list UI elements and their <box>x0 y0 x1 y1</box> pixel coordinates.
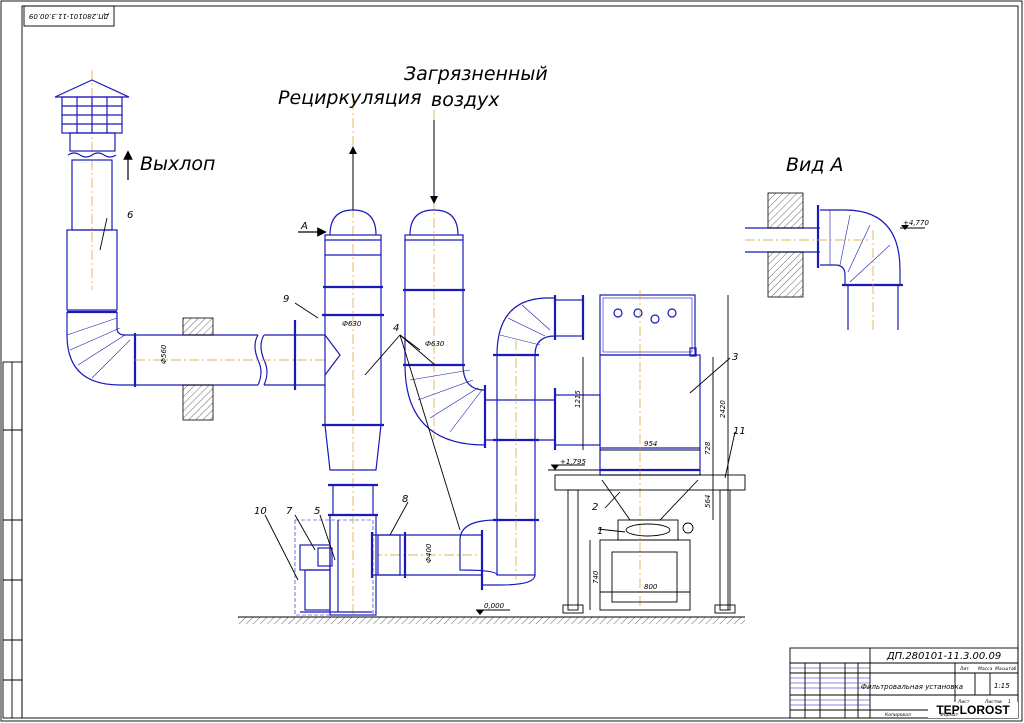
level-4770: +4,770 <box>903 219 929 227</box>
title-block-sheet-label: Лист <box>957 699 970 705</box>
title-block-format: Формат <box>940 712 959 718</box>
view-a-detail <box>745 192 925 330</box>
position-2: 2 <box>592 502 598 513</box>
watermark-box <box>928 702 1018 718</box>
dim-740: 740 <box>592 570 600 584</box>
level-marker-1795 <box>551 465 559 470</box>
section-marker-label: А <box>300 221 308 232</box>
leader-lines <box>99 217 736 581</box>
dim-564: 564 <box>704 495 712 508</box>
position-7: 7 <box>286 506 293 517</box>
level-marker-4770 <box>901 225 909 230</box>
left-margin-strip <box>2 361 23 719</box>
wall-lower <box>182 384 214 421</box>
wall-upper <box>182 317 214 336</box>
level-1795: +1,795 <box>560 458 586 466</box>
position-4: 4 <box>393 323 399 334</box>
support-frame <box>554 474 746 614</box>
duct-400 <box>370 532 482 578</box>
polluted-air-label-2: воздух <box>431 89 500 111</box>
position-8: 8 <box>402 494 408 505</box>
exhaust-stack <box>54 70 137 387</box>
title-block-title: Фильтровальная установка <box>861 683 963 691</box>
title-block-lit-label: Лит. <box>959 666 970 672</box>
position-5: 5 <box>314 506 320 517</box>
filter-dimensions <box>548 295 729 610</box>
rotated-stamp-box <box>23 5 115 27</box>
rotated-stamp-code: ДП.280101-11.3.00.09 <box>28 12 110 20</box>
watermark: TEPLOROST <box>936 703 1010 717</box>
riser-duct <box>459 295 601 590</box>
recirculation-label: Рециркуляция <box>278 87 422 109</box>
dim-400: Ф400 <box>425 543 433 563</box>
fan-unit <box>294 519 374 616</box>
dim-1215: 1215 <box>574 390 582 408</box>
dim-2420: 2420 <box>719 400 727 418</box>
level-0: 0,000 <box>484 602 505 610</box>
position-10: 10 <box>254 506 267 517</box>
title-block-code: ДП.280101-11.3.00.09 <box>886 651 1001 662</box>
view-a-title: Вид А <box>786 154 844 176</box>
dim-630-left: Ф630 <box>342 320 362 328</box>
title-block-scale-label: Масштаб <box>995 666 1017 672</box>
title-block-scale: 1:15 <box>994 682 1010 690</box>
position-6: 6 <box>127 210 133 221</box>
exhaust-label: Выхлоп <box>140 153 215 175</box>
level-marker-0 <box>476 610 484 615</box>
polluted-air-label-1: Загрязненный <box>404 63 548 85</box>
position-3: 3 <box>732 352 738 363</box>
dim-630-right: Ф630 <box>425 340 445 348</box>
title-block-copied: Копировал <box>885 712 911 718</box>
position-1: 1 <box>597 526 603 537</box>
title-block-mass-label: Масса <box>978 666 993 672</box>
dim-728: 728 <box>704 441 712 455</box>
position-11: 11 <box>733 426 746 437</box>
title-block-sheets-count: 1 <box>1008 699 1011 705</box>
dim-954: 954 <box>644 440 657 448</box>
dim-800: 800 <box>644 583 658 591</box>
dim-560: Ф560 <box>160 344 168 364</box>
polluted-air-column <box>403 110 487 448</box>
inner-frame <box>21 5 1019 719</box>
title-block-sheets-label: Листов <box>984 699 1002 705</box>
position-9: 9 <box>283 294 289 305</box>
